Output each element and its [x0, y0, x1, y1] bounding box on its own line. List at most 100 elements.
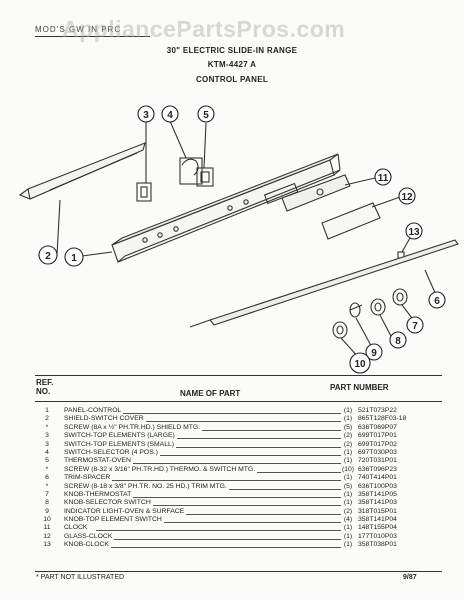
- part-name: SWITCH-TOP ELEMENTS (LARGE): [64, 432, 177, 441]
- part-name: SCREW (8-32 x 3/16" PH.TR.HD.) THERMO. &…: [64, 465, 258, 475]
- part-number: 636T069P07: [358, 423, 397, 431]
- leader-line: [96, 505, 341, 507]
- leader-line: [96, 522, 341, 524]
- part-number: 358T038P01: [358, 541, 397, 549]
- callout-11: [374, 168, 392, 186]
- callout-label-3: 3: [143, 110, 149, 121]
- clock-shape: [281, 174, 351, 212]
- part-name: THERMOSTAT-OVEN: [64, 457, 133, 466]
- callout-label-10: 10: [354, 359, 366, 370]
- callout-label-13: 13: [408, 227, 420, 238]
- part-number: 740T414P01: [358, 474, 397, 482]
- part-name: KNOB-CLOCK: [64, 541, 111, 550]
- part-number: 318T015P01: [358, 507, 397, 515]
- callout-9: [365, 343, 383, 361]
- part-qty: (10): [341, 465, 355, 473]
- leader-line: [96, 446, 341, 448]
- callout-3: [137, 105, 155, 123]
- part-ref: 1: [45, 407, 49, 414]
- table-row: *SCREW (8-32 x 3/16" PH.TR.HD.) THERMO. …: [36, 465, 446, 475]
- part-ref: *: [45, 423, 49, 431]
- part-name: SCREW (8-18 x 3/8" PH.TR. NO. 25 HD.) TR…: [64, 482, 229, 491]
- part-ref: 12: [43, 532, 51, 540]
- part-number: 177T010P03: [358, 532, 397, 540]
- part-name: SWITCH-TOP ELEMENTS (SMALL): [64, 440, 177, 449]
- title-model: KTM-4427 A: [207, 60, 257, 69]
- part-ref: 2: [45, 415, 49, 423]
- part-number: 720T031P01: [358, 457, 397, 465]
- parts-table-body: 1 PANEL-CONTROL (1) 521T073P22 2 SHIELD-SWITC…: [36, 407, 446, 550]
- leader-line: [96, 429, 341, 431]
- table-row: 12 GLASS-CLOCK (1) 177T010P03: [36, 532, 446, 542]
- part-qty: (1): [343, 448, 353, 456]
- part-number: 636T096P23: [358, 465, 397, 473]
- part-qty: (1): [343, 474, 353, 482]
- leader-line: [96, 413, 341, 414]
- part-name: PANEL-CONTROL: [64, 407, 124, 416]
- part-name: SWITCH-SELECTOR (4 POS.): [64, 448, 160, 458]
- part-ref: 5: [45, 457, 49, 465]
- callout-13: [405, 222, 423, 240]
- table-row: 5 THERMOSTAT-OVEN (1) 720T031P01: [36, 457, 446, 466]
- part-ref: 6: [45, 474, 49, 482]
- table-row: *SCREW (8A x ½" PH.TR.HD.) SHIELD MTG.(5…: [36, 423, 446, 433]
- part-qty: (1): [343, 407, 353, 414]
- col-header-ref-line1: REF.: [36, 378, 54, 387]
- col-header-ref-line2: NO.: [36, 387, 51, 396]
- part-name: SHIELD-SWITCH COVER: [64, 415, 146, 424]
- part-qty: (2): [343, 440, 353, 448]
- footnote: * PART NOT ILLUSTRATED: [36, 574, 125, 581]
- table-header-rule: [35, 401, 442, 402]
- part-ref: *: [45, 482, 49, 490]
- callout-label-7: 7: [412, 321, 418, 332]
- table-row: 1 PANEL-CONTROL (1) 521T073P22: [36, 407, 446, 416]
- part-number: 358T141P05: [358, 490, 397, 498]
- part-number: 358T141P03: [358, 499, 397, 507]
- top-element-knob-shape: [332, 321, 348, 339]
- callouts: [38, 105, 446, 374]
- part-qty: (1): [343, 415, 353, 423]
- part-name: SCREW (8A x ½" PH.TR.HD.) SHIELD MTG.: [64, 423, 203, 433]
- callout-4: [161, 105, 179, 123]
- col-header-name: NAME OF PART: [180, 389, 241, 398]
- col-header-part-number: PART NUMBER: [330, 383, 389, 392]
- part-number: 521T073P22: [358, 407, 397, 414]
- callout-label-6: 6: [434, 296, 440, 307]
- part-ref: 7: [45, 490, 49, 498]
- callout-12: [398, 187, 416, 205]
- table-bottom-rule: [35, 571, 442, 572]
- part-qty: (1): [343, 499, 353, 507]
- table-row: * SCREW (8-18 x 3/8" PH.TR. NO. 25 HD.) T…: [36, 482, 446, 491]
- callout-2: [38, 245, 58, 265]
- part-qty: (1): [343, 532, 353, 540]
- part-ref: 11: [43, 524, 51, 532]
- callout-label-9: 9: [371, 348, 377, 359]
- part-number: 699T017P01: [358, 432, 397, 440]
- title-section: CONTROL PANEL: [195, 75, 269, 84]
- trim-spacer-shape: [209, 239, 459, 326]
- part-qty: (1): [343, 524, 353, 532]
- part-qty: (2): [343, 432, 353, 440]
- part-name: KNOB-TOP ELEMENT SWITCH: [64, 516, 164, 525]
- part-name: GLASS-CLOCK: [64, 532, 115, 542]
- part-name: TRIM-SPACER: [64, 474, 113, 483]
- col-header-ref: REF. NO.: [36, 378, 53, 396]
- part-ref: 13: [43, 541, 51, 549]
- part-number: 358T141P04: [358, 516, 397, 524]
- part-number: 148T155P04: [358, 524, 397, 532]
- part-name: INDICATOR LIGHT-OVEN & SURFACE: [64, 507, 187, 517]
- callout-label-1: 1: [71, 253, 77, 264]
- part-qty: (1): [343, 457, 353, 465]
- part-ref: 4: [45, 448, 49, 456]
- part-name: KNOB-SELECTOR SWITCH: [64, 499, 153, 508]
- callout-5: [197, 105, 215, 123]
- leader-line: [96, 513, 341, 515]
- part-qty: (1): [343, 490, 353, 498]
- part-qty: (5): [343, 482, 353, 490]
- leader-line: [96, 530, 341, 532]
- callout-label-8: 8: [395, 336, 401, 347]
